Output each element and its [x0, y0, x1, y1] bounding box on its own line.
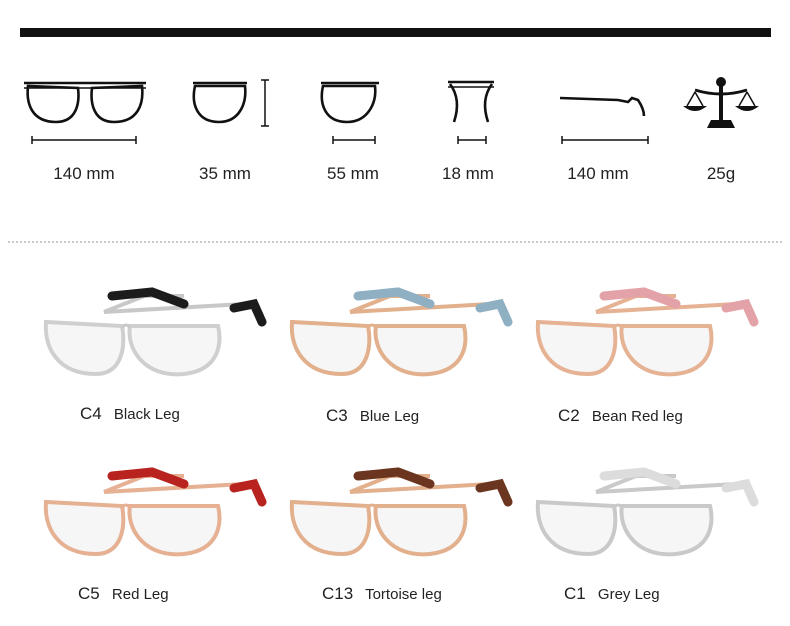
- glasses-image: [43, 287, 267, 377]
- variant-caption: C4 Black Leg: [80, 404, 330, 424]
- spec-lens-height: 35 mm: [155, 74, 295, 194]
- glasses-image: [535, 467, 759, 557]
- spec-temple: 140 mm: [528, 74, 668, 194]
- lens-height-icon: [192, 79, 269, 127]
- variant-name: Black Leg: [113, 406, 180, 423]
- spec-lens-width: 55 mm: [283, 74, 423, 194]
- variant-code: C13: [322, 584, 354, 603]
- section-divider: [8, 241, 782, 243]
- glasses-image: [43, 467, 267, 557]
- temple-length-icon: [559, 96, 649, 144]
- variant-name: Tortoise leg: [365, 586, 442, 603]
- variant-name: Red Leg: [111, 586, 169, 603]
- variant-code: C4: [80, 404, 102, 423]
- glasses-image: [289, 287, 513, 377]
- top-bar: [20, 28, 771, 37]
- variant-code: C3: [326, 406, 348, 425]
- variant-c3[interactable]: C3 Blue Leg: [280, 282, 530, 432]
- scale-weight-icon: [683, 77, 759, 128]
- spec-weight: 25g: [651, 74, 790, 194]
- bridge-width-icon: [448, 80, 494, 144]
- variant-caption: C2 Bean Red leg: [558, 406, 790, 426]
- variant-caption: C1 Grey Leg: [564, 584, 790, 604]
- variant-c13[interactable]: C13 Tortoise leg: [280, 462, 530, 612]
- variant-code: C2: [558, 406, 580, 425]
- variant-c4[interactable]: C4 Black Leg: [34, 282, 284, 432]
- glasses-image: [289, 467, 513, 557]
- variant-c1[interactable]: C1 Grey Leg: [526, 462, 776, 612]
- spec-full-width: 140 mm: [14, 74, 154, 194]
- glasses-image: [535, 287, 759, 377]
- variant-name: Grey Leg: [597, 586, 660, 603]
- variant-c5[interactable]: C5 Red Leg: [34, 462, 284, 612]
- variant-caption: C13 Tortoise leg: [322, 584, 572, 604]
- variant-caption: C5 Red Leg: [78, 584, 328, 604]
- spec-label: 25g: [706, 164, 736, 183]
- spec-label: 140 mm: [53, 164, 115, 183]
- full-width-icon: [24, 81, 146, 144]
- spec-bridge: 18 mm: [398, 74, 538, 194]
- spec-label: 55 mm: [327, 164, 379, 183]
- spec-label: 140 mm: [567, 164, 629, 183]
- lens-width-icon: [320, 81, 379, 144]
- variant-c2[interactable]: C2 Bean Red leg: [526, 282, 776, 432]
- variant-name: Blue Leg: [359, 408, 420, 425]
- spec-label: 35 mm: [199, 164, 251, 183]
- variant-caption: C3 Blue Leg: [326, 406, 576, 426]
- spec-label: 18 mm: [442, 164, 494, 183]
- variant-code: C5: [78, 584, 100, 603]
- variant-code: C1: [564, 584, 586, 603]
- variant-name: Bean Red leg: [591, 408, 683, 425]
